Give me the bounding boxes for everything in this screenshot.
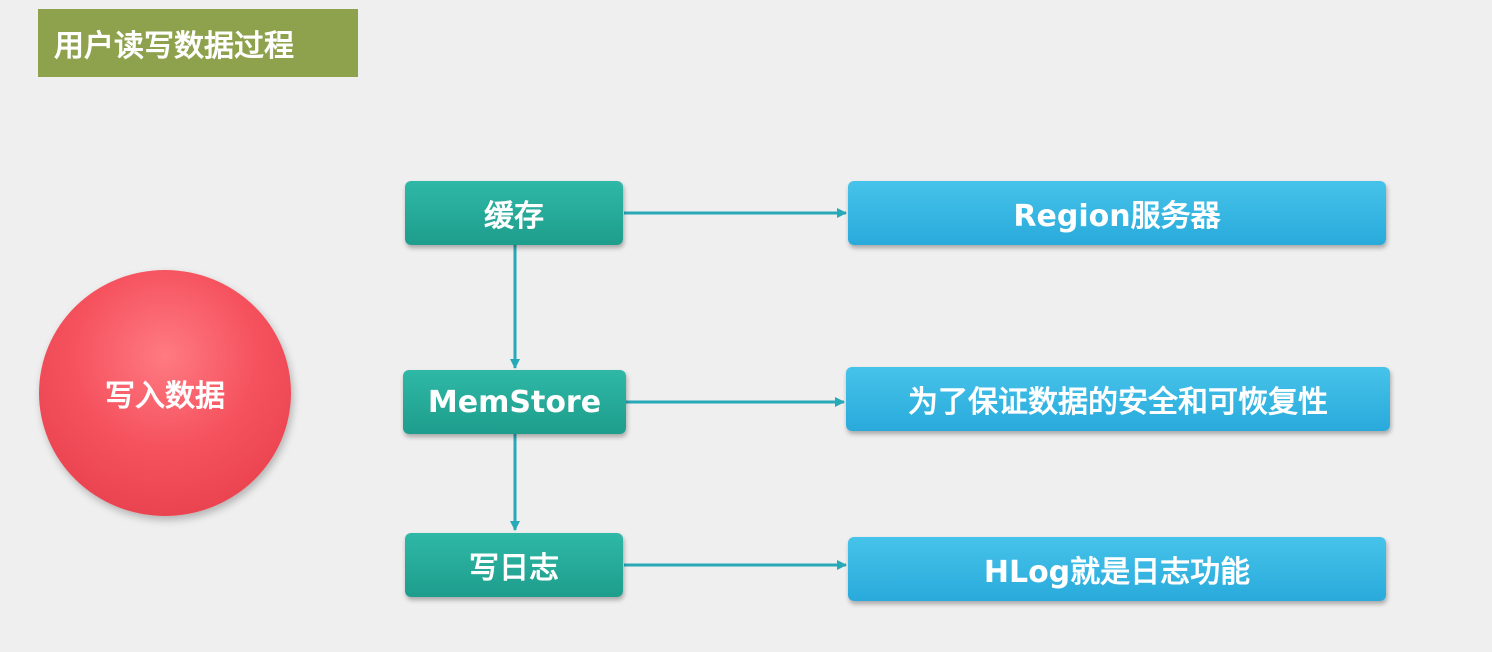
step-cache-box: 缓存 [405,181,623,245]
step-memstore-box: MemStore [403,370,626,434]
desc-safety-box: 为了保证数据的安全和可恢复性 [846,367,1390,431]
step-write-log-box: 写日志 [405,533,623,597]
desc-region-server-box: Region服务器 [848,181,1386,245]
desc-hlog-box: HLog就是日志功能 [848,537,1386,601]
write-data-node: 写入数据 [39,270,291,516]
page-title: 用户读写数据过程 [38,9,358,77]
